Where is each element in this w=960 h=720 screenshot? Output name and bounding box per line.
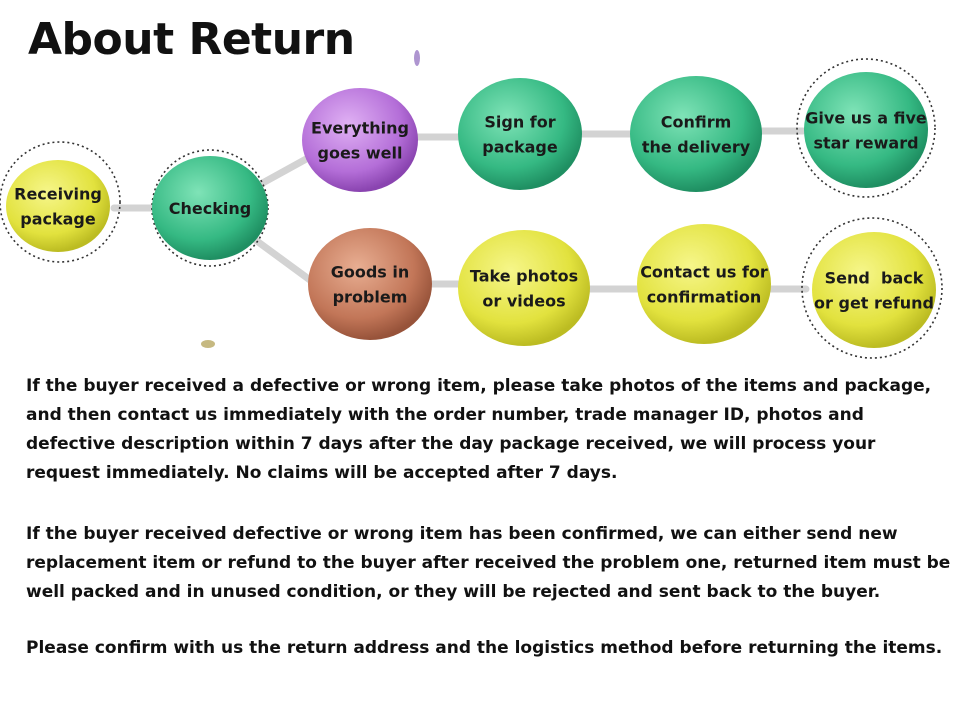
node-label: problem [333,288,408,307]
decor-speck [201,340,215,348]
node-label: or get refund [814,294,934,313]
node-circle [308,228,432,340]
arc-send-back [801,217,943,359]
node-send-back-refund: Send back or get refund [812,232,936,348]
node-label: the delivery [642,138,751,157]
node-circle [812,232,936,348]
node-label: Goods in [331,263,410,282]
node-label: Confirm [661,113,732,132]
return-policy-paragraph-3: Please confirm with us the return addres… [26,638,943,658]
node-label: goes well [318,144,403,163]
node-label: package [20,210,96,229]
node-sign-for-package: Sign for package [458,78,582,190]
decor-speck [414,50,420,66]
node-circle [637,224,771,344]
node-circle [458,230,590,346]
node-contact-confirmation: Contact us for confirmation [637,224,771,344]
node-label: Checking [169,199,251,218]
node-goods-in-problem: Goods in problem [308,228,432,340]
node-label: star reward [813,134,918,153]
node-take-photos: Take photos or videos [458,230,590,346]
node-circle [630,76,762,192]
node-label: Sign for [484,113,555,132]
arc-reward [796,58,936,198]
node-everything-goes-well: Everything goes well [302,88,418,192]
node-label: confirmation [647,288,762,307]
node-checking: Checking [152,156,268,260]
node-label: package [482,138,558,157]
node-five-star-reward: Give us a five star reward [804,72,928,188]
node-label: Send back [825,269,924,288]
node-circle [458,78,582,190]
arc-receiving [0,141,121,263]
node-circle [804,72,928,188]
page-title: About Return [28,14,355,65]
node-label: Contact us for [640,263,768,282]
node-circle [152,156,268,260]
return-policy-paragraph-2: If the buyer received defective or wrong… [26,524,951,602]
node-receiving-package: Receiving package [6,160,110,252]
node-label: Give us a five [805,109,927,128]
node-label: Everything [311,119,409,138]
return-policy-paragraph-1: If the buyer received a defective or wro… [26,376,932,483]
node-confirm-delivery: Confirm the delivery [630,76,762,192]
node-label: Take photos [470,267,578,286]
connector-checking-goods [246,232,314,284]
node-circle [6,160,110,252]
node-circle [302,88,418,192]
node-label: Receiving [14,185,102,204]
node-label: or videos [482,292,565,311]
